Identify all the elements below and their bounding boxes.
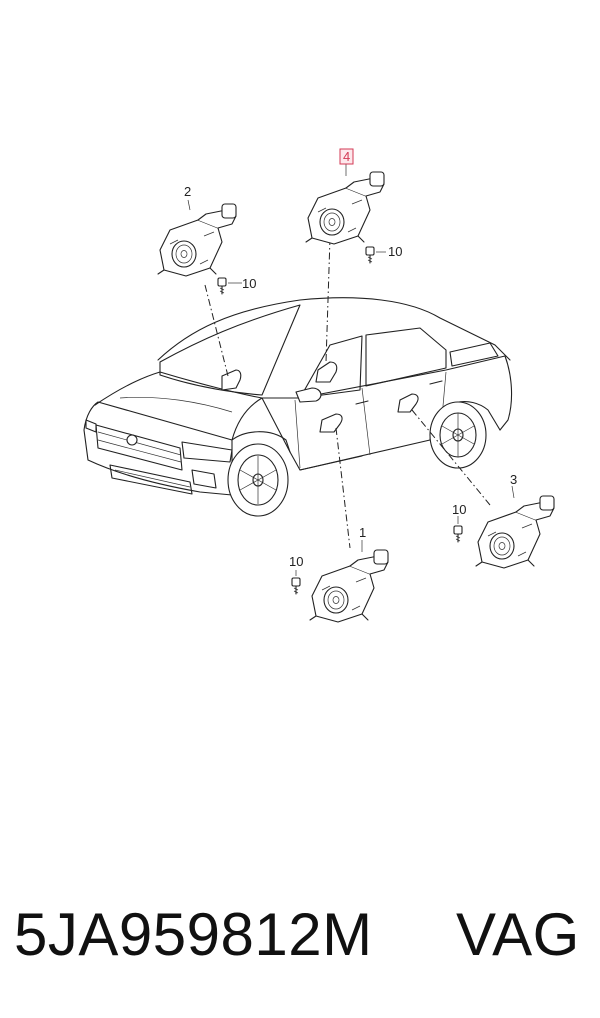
callout-1: 1 xyxy=(359,525,366,540)
brand-name: VAG xyxy=(456,901,580,968)
window-motor-3: 3 xyxy=(475,472,555,569)
window-motor-2: 2 xyxy=(157,184,237,277)
callout-10-c: 10 xyxy=(452,502,466,517)
screw-a: 10 xyxy=(217,276,256,295)
leader-lines xyxy=(204,237,491,549)
switch-location-markers xyxy=(221,361,419,433)
screw-d: 10 xyxy=(289,554,303,595)
screw-b: 10 xyxy=(365,244,402,264)
footer: 5JA959812M VAG xyxy=(0,880,600,990)
callout-10-a: 10 xyxy=(242,276,256,291)
callout-3: 3 xyxy=(510,472,517,487)
screw-c: 10 xyxy=(452,502,466,543)
car-illustration xyxy=(83,297,513,517)
callout-10-b: 10 xyxy=(388,244,402,259)
window-motor-1: 1 xyxy=(309,525,389,623)
part-number: 5JA959812M xyxy=(14,901,373,968)
highlight-box-4 xyxy=(339,148,354,165)
callout-10-d: 10 xyxy=(289,554,303,569)
window-motor-4: 4 xyxy=(305,148,385,245)
parts-diagram: 2 10 4 10 3 10 1 10 xyxy=(83,148,555,623)
callout-4: 4 xyxy=(343,149,350,164)
callout-2: 2 xyxy=(184,184,191,199)
